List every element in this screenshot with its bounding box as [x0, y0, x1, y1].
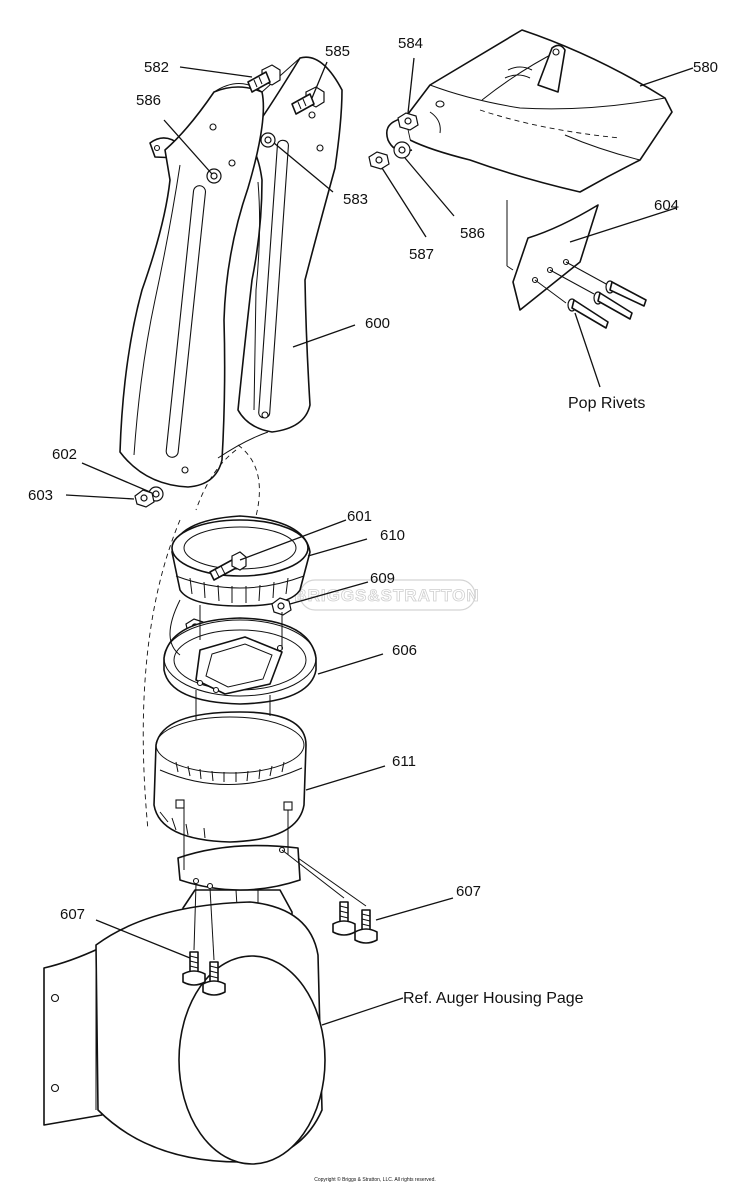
copyright-text: Copyright © Briggs & Stratton, LLC. All … [314, 1176, 436, 1183]
label-610: 610 [380, 527, 405, 544]
ring-606 [163, 617, 317, 705]
label-pop-rivets: Pop Rivets [568, 395, 645, 412]
watermark-text: BRIGGS&STRATTON [294, 586, 479, 605]
bolt-607-d [354, 909, 378, 944]
nut-609 [271, 597, 292, 616]
washer-586-right [393, 141, 411, 159]
leader-lines [65, 57, 694, 1026]
label-601: 601 [347, 508, 372, 525]
label-600: 600 [365, 315, 390, 332]
bolt-607-b [202, 961, 226, 996]
label-586-left: 586 [136, 92, 161, 109]
nut-603 [134, 489, 155, 508]
label-606: 606 [392, 642, 417, 659]
washer-583 [260, 132, 276, 148]
bolt-582 [247, 64, 281, 93]
bolt-607-c [332, 901, 356, 936]
label-587: 587 [409, 246, 434, 263]
part-labels: 582 585 586 583 584 580 586 587 604 Pop … [28, 35, 718, 1007]
lower-chute-tube [43, 844, 326, 1165]
nut-587 [368, 151, 390, 170]
label-583: 583 [343, 191, 368, 208]
briggs-stratton-watermark: BRIGGS&STRATTON [294, 579, 479, 611]
chute-ghost-outline [142, 444, 260, 831]
label-580: 580 [693, 59, 718, 76]
label-585: 585 [325, 43, 350, 60]
bolt-601 [209, 551, 247, 581]
chute-bracket-600 [119, 56, 343, 488]
label-604: 604 [654, 197, 679, 214]
label-584: 584 [398, 35, 423, 52]
label-603: 603 [28, 487, 53, 504]
bolt-607-a [182, 951, 206, 986]
label-607-right: 607 [456, 883, 481, 900]
bolt-585 [291, 86, 325, 115]
label-ref-auger-housing: Ref. Auger Housing Page [403, 990, 584, 1007]
label-609: 609 [370, 570, 395, 587]
deflector-plate-604 [506, 200, 599, 311]
pop-rivets [534, 261, 647, 329]
gear-ring-611 [153, 711, 307, 843]
label-611: 611 [392, 753, 416, 770]
label-602: 602 [52, 446, 77, 463]
label-607-left: 607 [60, 906, 85, 923]
label-586-right: 586 [460, 225, 485, 242]
alignment-lines [169, 599, 367, 961]
label-582: 582 [144, 59, 169, 76]
nut-584 [397, 112, 419, 131]
deflector-580 [386, 29, 673, 193]
